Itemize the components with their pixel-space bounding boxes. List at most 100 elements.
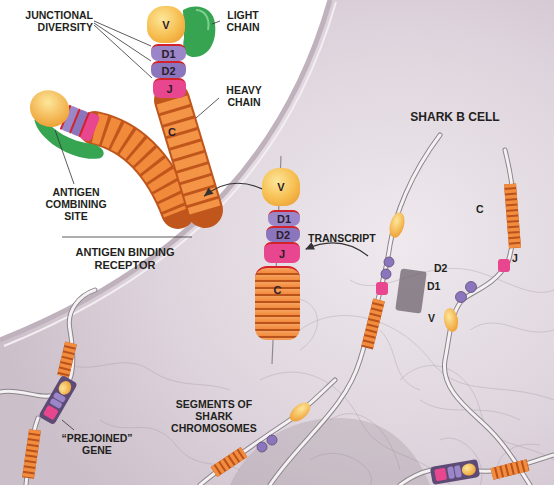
chromosome-fiber xyxy=(0,290,95,396)
chromatin-strand xyxy=(470,323,554,332)
chromatin-strand xyxy=(60,360,230,390)
chromosome-fiber xyxy=(0,290,95,396)
callout-label: SEGMENTS OF SHARK CHROMOSOMES xyxy=(166,398,262,434)
constant-segment xyxy=(367,300,379,348)
joining-segment xyxy=(434,468,447,482)
leader-line xyxy=(94,25,152,78)
heavy-chain-constant xyxy=(172,100,205,210)
constant-region: C xyxy=(255,266,300,340)
leader-line xyxy=(94,23,151,61)
variable-segment xyxy=(286,399,313,425)
callout-label: TRANSCRIPT xyxy=(308,232,398,244)
light-chain-highlight xyxy=(196,10,209,30)
diversity-segment xyxy=(454,465,462,478)
callout-label: ANTIGEN BINDING RECEPTOR xyxy=(50,246,200,272)
diversity-segment: D1 xyxy=(268,210,300,226)
heavy-chain-constant xyxy=(172,100,205,210)
junction-line xyxy=(79,113,89,137)
segment-label: J xyxy=(512,252,526,264)
variable-segment xyxy=(56,379,73,397)
membrane-highlight xyxy=(4,2,336,346)
segment-label: J xyxy=(279,248,285,260)
segment-label: J xyxy=(166,83,172,95)
constant-segment xyxy=(63,343,71,376)
variable-segment xyxy=(24,84,75,132)
constant-segment xyxy=(214,452,244,472)
leader-line xyxy=(196,98,219,118)
bracket-line xyxy=(62,237,192,238)
callout-label: HEAVY CHAIN xyxy=(216,84,272,108)
constant-segment xyxy=(510,184,515,248)
diversity-segment xyxy=(267,435,277,445)
segment-label: V xyxy=(428,312,442,324)
constant-segment xyxy=(510,184,515,248)
diversity-segment xyxy=(447,466,455,479)
chromatin-strand xyxy=(380,330,420,390)
connector-line xyxy=(204,183,262,196)
chromosome-fiber xyxy=(400,455,554,485)
receptor-left-arm xyxy=(18,84,118,165)
segment-label: V xyxy=(162,19,169,31)
prejoined-gene xyxy=(430,459,480,485)
chromosome-fiber xyxy=(400,455,554,485)
joining-segment xyxy=(498,259,510,272)
variable-segment: V xyxy=(147,6,185,43)
joining-segment xyxy=(376,282,388,295)
segment-label: D1 xyxy=(427,280,447,292)
joining-segment: J xyxy=(264,242,300,263)
leader-line xyxy=(55,130,74,184)
chromatin-strand xyxy=(400,366,554,460)
segment-label: V xyxy=(277,181,284,193)
variable-segment: V xyxy=(262,168,300,206)
arrow-connector xyxy=(204,183,262,196)
cell-label: SHARK B CELL xyxy=(395,110,515,124)
leader-line xyxy=(212,21,220,24)
diversity-segment xyxy=(466,282,477,293)
chromosome-fiber xyxy=(26,418,38,485)
segment-label: D1 xyxy=(161,48,175,60)
light-chain xyxy=(183,6,215,57)
segment-label: D1 xyxy=(277,213,291,225)
callout-label: “PREJOINED” GENE xyxy=(52,432,142,456)
variable-segment xyxy=(442,307,460,333)
diversity-segment: D1 xyxy=(151,44,186,61)
chromosome-fiber xyxy=(26,418,38,485)
dark-chromatin-block xyxy=(395,268,427,313)
segment-label: D2 xyxy=(434,262,454,274)
junction-line xyxy=(70,109,80,133)
gene-outline xyxy=(430,459,480,485)
constant-segment xyxy=(367,300,379,348)
constant-segment xyxy=(492,465,528,474)
arrow-head xyxy=(204,187,214,196)
leader-line xyxy=(62,420,74,430)
segment-label: D2 xyxy=(161,65,175,77)
constant-segment xyxy=(28,430,35,478)
variable-segment xyxy=(387,211,407,240)
constant-segment xyxy=(214,452,244,472)
gene-outline xyxy=(38,375,78,426)
joining-segment xyxy=(43,405,59,421)
callout-label: ANTIGEN COMBINING SITE xyxy=(36,186,116,222)
diversity-segment xyxy=(384,257,394,267)
transcription-arrow xyxy=(306,243,368,256)
chromatin-texture xyxy=(60,268,554,485)
constant-segment xyxy=(28,430,35,478)
chromatin-strand xyxy=(300,316,554,400)
callout-label: LIGHT CHAIN xyxy=(217,9,269,33)
diversity-segment xyxy=(257,442,267,452)
diversity-segment: D2 xyxy=(151,61,186,78)
joining-segment: J xyxy=(153,78,186,98)
variable-segment xyxy=(461,462,477,476)
diversity-segment: D2 xyxy=(266,226,300,242)
prejoined-gene xyxy=(38,375,78,426)
segment-label: C xyxy=(274,284,282,296)
constant-segment xyxy=(492,465,528,474)
cell-membrane xyxy=(0,0,330,340)
nucleus-shade xyxy=(230,418,430,485)
segment-label: C xyxy=(168,126,176,138)
callout-label: JUNCTIONAL DIVERSITY xyxy=(0,9,93,33)
constant-segment xyxy=(63,343,71,376)
